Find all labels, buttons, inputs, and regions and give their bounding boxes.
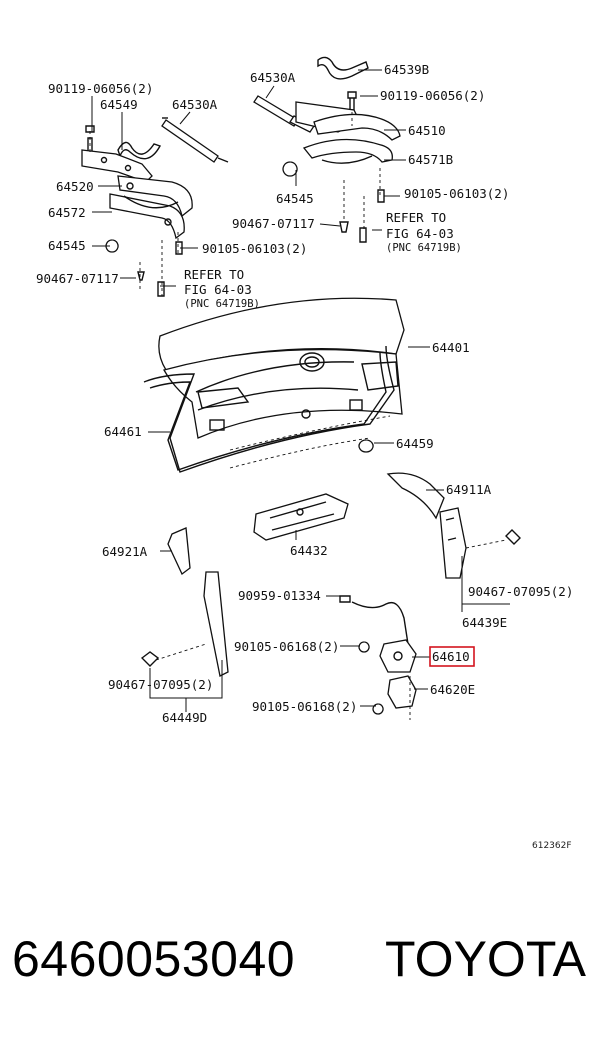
part-number: 6460053040: [12, 931, 296, 987]
callout-64449D: 64449D: [162, 710, 207, 725]
trim-left: [140, 527, 229, 677]
callout-64461: 64461: [104, 424, 142, 439]
weatherstrip: [143, 345, 395, 473]
callout-64401: 64401: [432, 340, 470, 355]
callout-90105-06168-lower: 90105-06168(2): [252, 699, 357, 714]
refer-right-line3: (PNC 64719B): [386, 242, 462, 254]
callout-90467-07095-left: 90467-07095(2): [108, 677, 213, 692]
left-hinge-assembly: [81, 125, 193, 297]
latch-assembly: [339, 595, 417, 720]
diagram-reference-code: 612362F: [532, 841, 572, 851]
trunk-lid: [158, 297, 405, 469]
callout-64539B: 64539B: [384, 62, 429, 77]
refer-left-line2: FIG 64-03: [184, 282, 252, 297]
gas-strut-left: [161, 117, 229, 163]
refer-right-line2: FIG 64-03: [386, 226, 454, 241]
brand-name: TOYOTA: [385, 931, 586, 987]
clip-64459: [358, 439, 374, 453]
callout-90119-06056-right: 90119-06056(2): [380, 88, 485, 103]
callout-90467-07095-right: 90467-07095(2): [468, 584, 573, 599]
callout-64439E: 64439E: [462, 615, 507, 630]
callout-64921A: 64921A: [102, 544, 148, 559]
highlight-box-64610: [429, 646, 475, 667]
callout-90467-07117-mid: 90467-07117: [232, 216, 315, 231]
callout-64610: 64610: [432, 649, 470, 664]
callout-64545-left: 64545: [48, 238, 86, 253]
right-hinge-assembly: [282, 56, 401, 243]
callout-64911A: 64911A: [446, 482, 492, 497]
callout-64549: 64549: [100, 97, 138, 112]
parts-diagram: 90119-06056(2) 64549 64530A 64530A 64539…: [36, 56, 573, 851]
callout-64510: 64510: [408, 123, 446, 138]
callout-64520: 64520: [56, 179, 94, 194]
refer-right-line1: REFER TO: [386, 210, 446, 225]
callout-90467-07117-left: 90467-07117: [36, 271, 119, 286]
callout-90105-06168-upper: 90105-06168(2): [234, 639, 339, 654]
refer-left-line1: REFER TO: [184, 267, 244, 282]
leader-lines: [91, 69, 510, 712]
footer: 6460053040 TOYOTA: [0, 930, 600, 1020]
callout-90119-06056-left: 90119-06056(2): [48, 81, 153, 96]
callout-64459: 64459: [396, 436, 434, 451]
lamp-assembly: [253, 493, 349, 541]
trim-right: [386, 472, 521, 579]
refer-left-line3: (PNC 64719B): [184, 298, 260, 310]
callout-64530A-top: 64530A: [250, 70, 296, 85]
callout-labels: 90119-06056(2) 64549 64530A 64530A 64539…: [36, 62, 573, 851]
callout-64530A-left: 64530A: [172, 97, 218, 112]
callout-64545-mid: 64545: [276, 191, 314, 206]
callout-64571B: 64571B: [408, 152, 453, 167]
callout-90105-06103-right: 90105-06103(2): [404, 186, 509, 201]
callout-90105-06103-left: 90105-06103(2): [202, 241, 307, 256]
callout-90959-01334: 90959-01334: [238, 588, 321, 603]
callout-64572: 64572: [48, 205, 86, 220]
callout-64620E: 64620E: [430, 682, 475, 697]
callout-64432: 64432: [290, 543, 328, 558]
